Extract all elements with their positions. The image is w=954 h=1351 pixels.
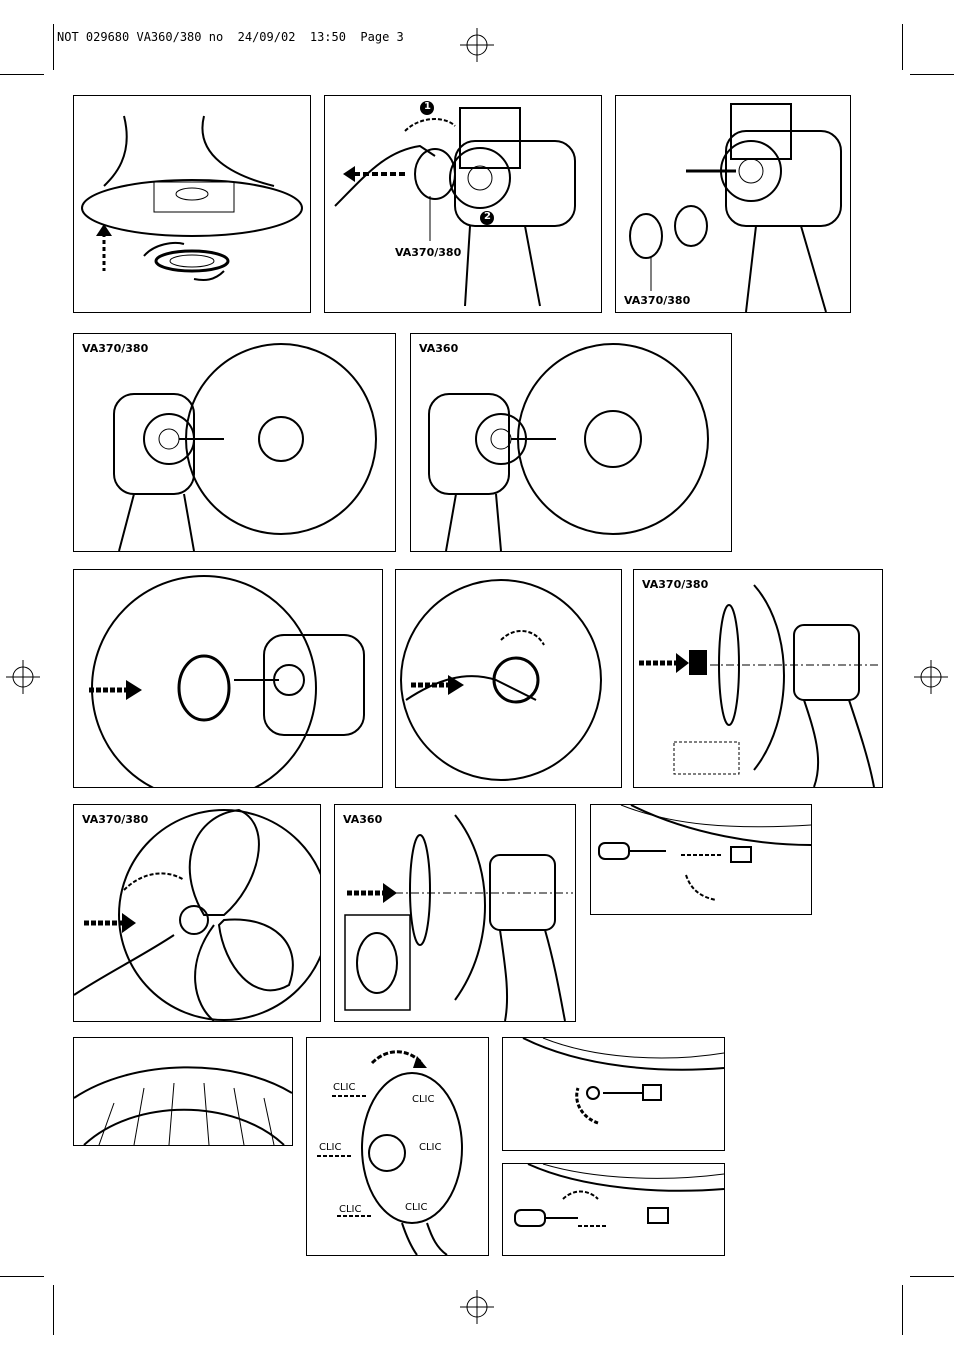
- clic-label: CLIC: [419, 1142, 442, 1153]
- model-label: VA370/380: [624, 294, 691, 307]
- panel-blade-va360: VA360: [334, 804, 576, 1022]
- blade-va370-illustration: [639, 584, 879, 787]
- panel-screw-detail-2: [502, 1163, 725, 1256]
- model-label: VA370/380: [82, 813, 149, 826]
- tighten-grille-illustration: [400, 579, 602, 781]
- model-label: VA360: [419, 342, 459, 355]
- clic-label: CLIC: [339, 1204, 362, 1215]
- nut-removed-illustration: [629, 103, 842, 312]
- panel-tighten-grille: [395, 569, 622, 788]
- panel-remove-rear-nut: VA370/380 1 2: [324, 95, 602, 313]
- blade-va360-illustration: [344, 814, 573, 1021]
- crop-mark: [53, 1285, 54, 1335]
- screw-detail-2-illustration: [514, 1164, 724, 1227]
- crop-mark: [910, 1276, 954, 1277]
- grille-underside-illustration: [74, 1066, 292, 1145]
- model-label: VA370/380: [395, 246, 462, 259]
- model-label: VA370/380: [642, 578, 709, 591]
- crop-mark: [0, 1276, 44, 1277]
- panel-grille-underside: [73, 1037, 293, 1146]
- panel-front-grille-clic: CLIC CLIC CLIC CLIC CLIC CLIC: [306, 1037, 489, 1256]
- registration-mark-right: [914, 660, 948, 694]
- panel-clip-detail: [502, 1037, 725, 1151]
- panel-mount-rear-grille: [73, 569, 383, 788]
- blade-nut-va370-illustration: [74, 808, 320, 1021]
- model-label: VA370/380: [82, 342, 149, 355]
- registration-mark-bottom: [460, 1290, 494, 1324]
- step-number-2: 2: [484, 211, 491, 222]
- panel-base-nut: [73, 95, 311, 313]
- mount-grille-illustration: [89, 575, 365, 787]
- step-number-1: 1: [424, 101, 431, 112]
- registration-mark-top: [460, 28, 494, 62]
- registration-mark-left: [6, 660, 40, 694]
- rear-nut-illustration: [334, 101, 576, 307]
- panel-nut-removed: VA370/380: [615, 95, 851, 313]
- crop-mark: [53, 24, 54, 70]
- clic-label: CLIC: [405, 1202, 428, 1213]
- panel-rear-grille-va360: VA360: [410, 333, 732, 552]
- panel-rear-grille-va370: VA370/380: [73, 333, 396, 552]
- base-nut-illustration: [81, 115, 303, 281]
- model-label: VA360: [343, 813, 383, 826]
- clic-label: CLIC: [333, 1082, 356, 1093]
- crop-mark: [910, 74, 954, 75]
- crop-mark: [0, 74, 44, 75]
- clic-label: CLIC: [319, 1142, 342, 1153]
- clip-detail-illustration: [522, 1038, 724, 1125]
- panel-blade-va370: VA370/380: [633, 569, 883, 788]
- crop-mark: [902, 24, 903, 70]
- front-grille-clic-illustration: [317, 1050, 463, 1255]
- crop-mark: [902, 1285, 903, 1335]
- page-header: NOT 029680 VA360/380 no 24/09/02 13:50 P…: [57, 30, 404, 44]
- rear-grille-va360-illustration: [428, 343, 709, 551]
- screw-detail-1-illustration: [598, 805, 811, 901]
- panel-screw-detail-1: [590, 804, 812, 915]
- rear-grille-va370-illustration: [113, 343, 377, 551]
- panel-blade-nut-va370: VA370/380: [73, 804, 321, 1022]
- clic-label: CLIC: [412, 1094, 435, 1105]
